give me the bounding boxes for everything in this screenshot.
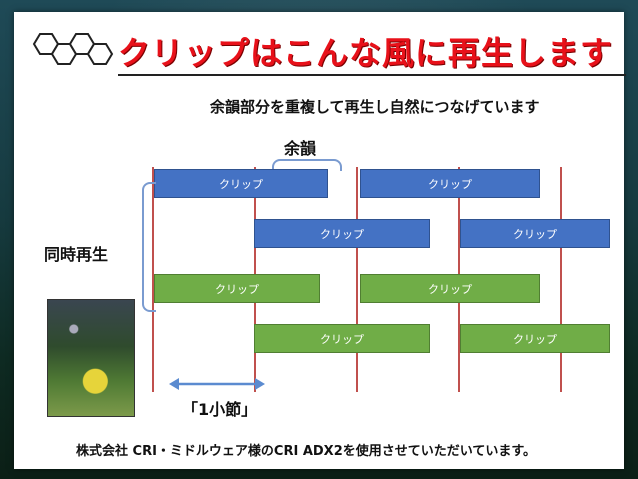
- reverb-bracket: [272, 159, 342, 171]
- clip-bar: クリップ: [254, 219, 430, 248]
- clip-bar: クリップ: [460, 219, 610, 248]
- slide: クリップはこんな風に再生します 余韻部分を重複して再生し自然につなげています 余…: [14, 12, 626, 469]
- title-underline: [118, 74, 626, 76]
- reverb-label: 余韻: [284, 139, 317, 158]
- clip-bar: クリップ: [360, 274, 540, 303]
- barline: [152, 167, 154, 392]
- clip-bar: クリップ: [154, 169, 328, 198]
- clip-bar: クリップ: [460, 324, 610, 353]
- credit-footer: 株式会社 CRI・ミドルウェア様のCRI ADX2を使用させていただいています。: [76, 444, 537, 459]
- clip-bar: クリップ: [254, 324, 430, 353]
- measure-label: 「1小節」: [182, 400, 258, 419]
- barline: [356, 167, 358, 392]
- simultaneous-label: 同時再生: [44, 245, 109, 264]
- clip-bar: クリップ: [360, 169, 540, 198]
- simultaneous-brace: [142, 182, 156, 312]
- slide-subtitle: 余韻部分を重複して再生し自然につなげています: [210, 98, 540, 116]
- game-screenshot-image: [47, 299, 135, 417]
- clip-bar: クリップ: [154, 274, 320, 303]
- slide-title: クリップはこんな風に再生します: [118, 34, 614, 72]
- double-arrow-icon: [169, 378, 265, 390]
- barline: [560, 167, 562, 392]
- hexagon-logo-icon: [32, 33, 114, 65]
